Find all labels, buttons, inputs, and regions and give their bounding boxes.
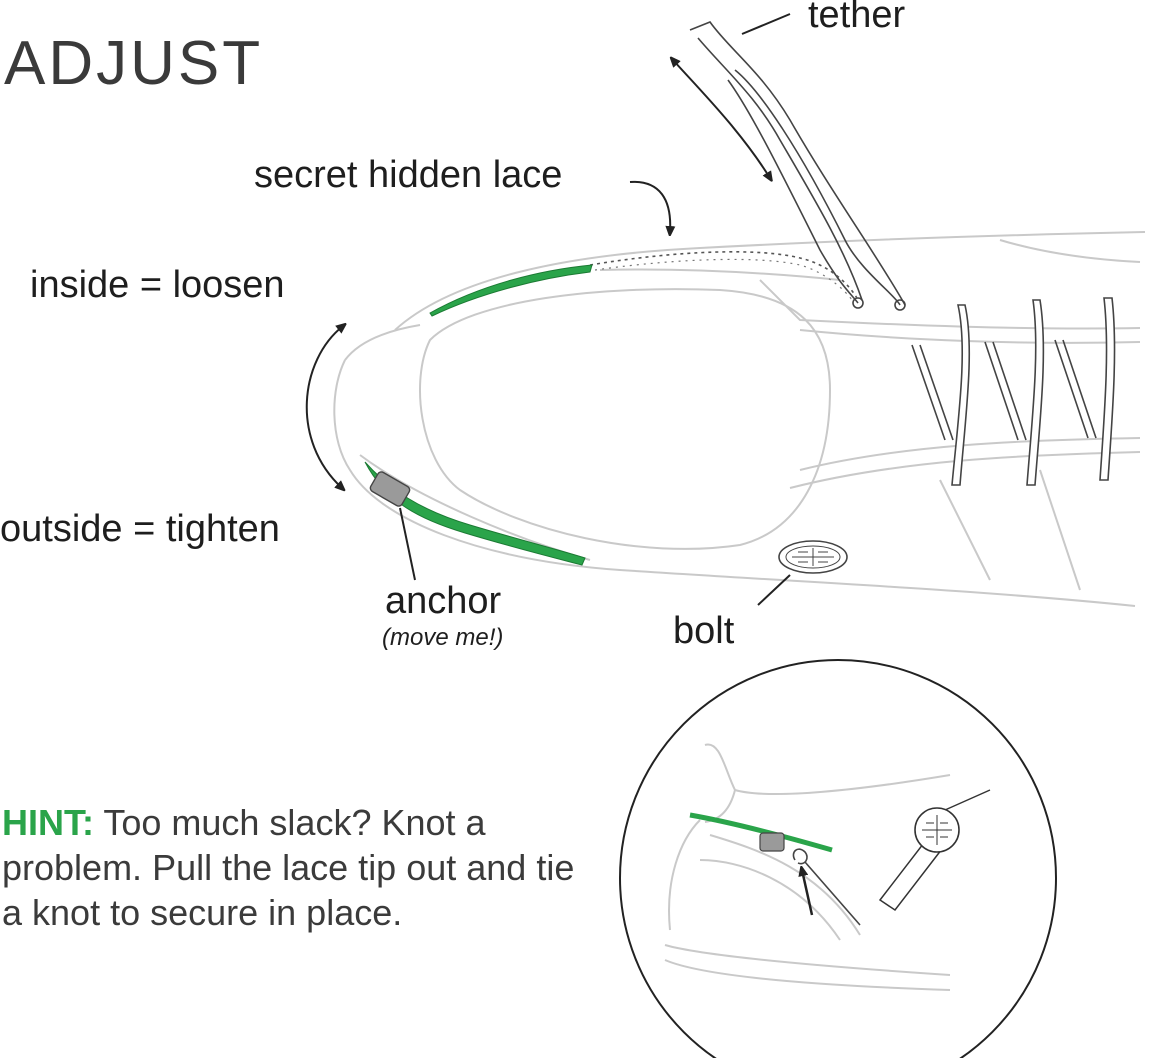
anchor-label: anchor <box>385 580 502 622</box>
hint-text: HINT: Too much slack? Knot a problem. Pu… <box>2 800 602 935</box>
green-lace-outside <box>364 461 586 566</box>
anchor-piece <box>369 471 411 507</box>
curved-arrow-icon <box>629 180 670 232</box>
anchor-note: (move me!) <box>382 624 504 651</box>
bolt-label: bolt <box>673 610 735 652</box>
shoe-illustration <box>333 231 1146 607</box>
page-title: ADJUST <box>4 29 264 98</box>
leader-lines <box>399 13 791 606</box>
tether-lace <box>689 21 906 311</box>
detail-inset-circle <box>619 659 1057 1058</box>
hint-lead: HINT: <box>2 802 94 843</box>
hidden-lace-path <box>589 251 859 301</box>
secret-hidden-lace-label: secret hidden lace <box>254 154 563 196</box>
green-lace-inside <box>429 264 593 317</box>
outside-tighten-label: outside = tighten <box>0 508 280 550</box>
bolt-logo-icon <box>778 540 848 574</box>
inside-loosen-label: inside = loosen <box>30 264 285 306</box>
hint-body: Too much slack? Knot a problem. Pull the… <box>2 802 575 933</box>
tether-label: tether <box>808 0 906 36</box>
double-arrow-icon <box>305 326 343 488</box>
shoe-laces <box>911 297 1116 486</box>
double-arrow-icon <box>673 60 770 178</box>
